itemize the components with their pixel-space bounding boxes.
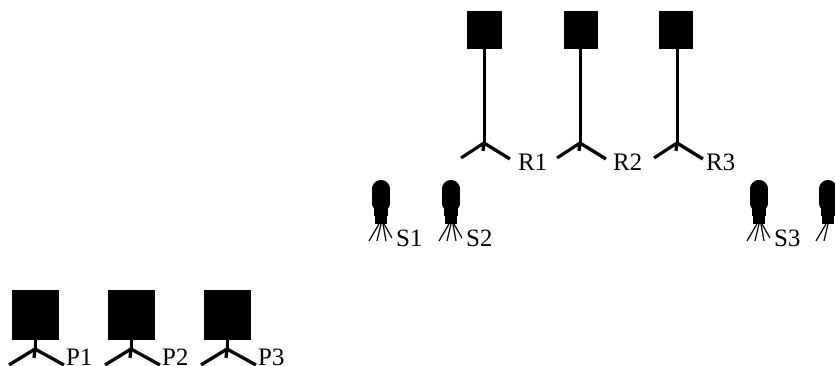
r3-box [659,11,693,49]
s2-device: S2 [438,180,492,252]
r1-label: R1 [518,149,547,176]
p3-box [204,290,251,340]
p2-box [108,290,155,340]
r3-label: R3 [706,149,735,176]
s4-device [815,180,835,242]
s-device-group: S1 S2 [368,180,835,252]
s1-capsule-icon [372,180,390,224]
s1-label: S1 [396,225,422,252]
p3-stand: P3 [200,290,284,366]
r2-box [564,11,598,49]
s3-capsule-icon [750,180,768,224]
s2-label: S2 [466,225,492,252]
s3-label: S3 [774,225,800,252]
s4-capsule-icon [819,180,835,224]
r2-label: R2 [613,149,642,176]
p1-label: P1 [66,344,92,366]
p2-stand: P2 [104,290,188,366]
p1-tripod-base-icon [8,347,65,366]
r1-stand: R1 [460,11,547,176]
s3-tripod-legs-icon [746,223,771,242]
p2-label: P2 [162,344,188,366]
r3-tripod-base-icon [653,141,704,161]
r3-stand: R3 [653,11,735,176]
p3-label: P3 [258,344,284,366]
s1-tripod-legs-icon [368,223,393,242]
s2-tripod-legs-icon [438,223,463,242]
p2-tripod-base-icon [104,347,161,366]
p1-box [12,290,59,340]
r1-tripod-base-icon [460,141,511,161]
r1-box [467,11,502,49]
p-stand-group: P1 P2 P3 [8,290,284,366]
p3-tripod-base-icon [200,347,257,366]
s4-tripod-legs-icon [815,223,829,242]
p1-stand: P1 [8,290,92,366]
r-stand-group: R1 R2 R3 [460,11,735,176]
s2-capsule-icon [442,180,460,224]
r2-tripod-base-icon [556,141,607,161]
s1-device: S1 [368,180,422,252]
s3-device: S3 [746,180,800,252]
r2-stand: R2 [556,11,642,176]
